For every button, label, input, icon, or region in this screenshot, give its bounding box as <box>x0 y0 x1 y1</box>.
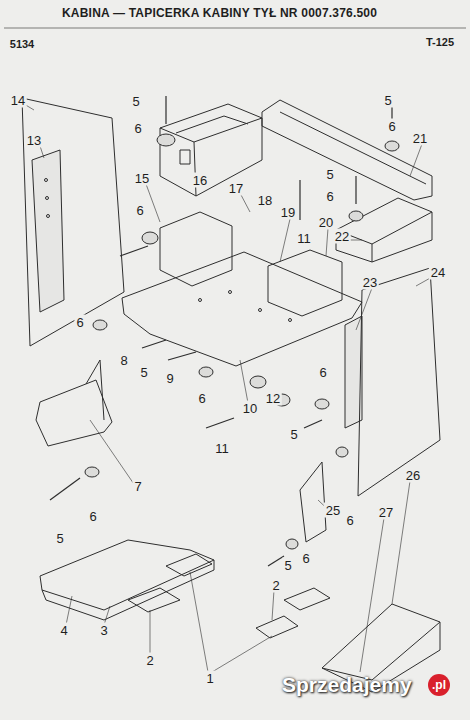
callout-number: 16 <box>191 173 209 188</box>
seat-back-right <box>268 250 342 316</box>
callout-number: 19 <box>279 205 297 220</box>
left-panel <box>22 98 124 346</box>
callout-number: 11 <box>213 441 231 456</box>
callout-number: 2 <box>270 578 281 593</box>
upper-tray <box>160 104 262 196</box>
floor-mat <box>40 540 214 610</box>
callout-number: 5 <box>130 94 141 109</box>
callout-number: 25 <box>324 503 342 518</box>
callout-number: 7 <box>132 479 143 494</box>
watermark: .pl <box>428 674 450 696</box>
callout-number: 21 <box>411 131 429 146</box>
callout-number: 6 <box>132 121 143 136</box>
callout-number: 18 <box>256 193 274 208</box>
callout-number: 6 <box>196 391 207 406</box>
long-bar <box>262 100 432 200</box>
page-title: KABINA — TAPICERKA KABINY TYŁ NR 0007.37… <box>62 6 377 20</box>
callout-number: 8 <box>118 353 129 368</box>
callout-number: 5 <box>288 427 299 442</box>
callout-number: 5 <box>282 558 293 573</box>
callout-number: 15 <box>133 171 151 186</box>
callout-number: 20 <box>317 215 335 230</box>
callout-number: 17 <box>227 181 245 196</box>
callout-number: 9 <box>164 371 175 386</box>
callout-number: 2 <box>144 653 155 668</box>
callout-number: 6 <box>74 315 85 330</box>
callout-number: 6 <box>324 189 335 204</box>
callout-number: 5 <box>382 93 393 108</box>
header-number: 5134 <box>8 38 36 51</box>
callout-number: 12 <box>264 391 282 406</box>
callout-number: 13 <box>25 133 43 148</box>
pad <box>128 588 180 612</box>
left-strip <box>32 150 64 312</box>
callout-number: 11 <box>295 231 313 246</box>
callout-number: 5 <box>54 531 65 546</box>
callout-number: 6 <box>317 365 328 380</box>
callout-number: 26 <box>404 468 422 483</box>
bracket-25 <box>300 462 326 542</box>
callout-number: 24 <box>429 265 447 280</box>
callout-number: 6 <box>344 513 355 528</box>
bracket-7 <box>36 380 112 446</box>
floor-panel <box>122 252 362 366</box>
callout-number: 6 <box>134 203 145 218</box>
callout-number: 5 <box>138 365 149 380</box>
callout-number: 1 <box>204 671 215 686</box>
header-rule <box>4 28 466 29</box>
callout-number: 6 <box>87 509 98 524</box>
callout-number: 3 <box>98 623 109 638</box>
right-panel <box>358 268 440 496</box>
page-number: T-125 <box>424 36 456 49</box>
callout-number: 14 <box>9 93 27 108</box>
callout-number: 6 <box>386 119 397 134</box>
callout-number: 23 <box>361 275 379 290</box>
seat-back-left <box>160 212 232 286</box>
callout-number: 5 <box>324 167 335 182</box>
callout-number: 22 <box>333 229 351 244</box>
callout-number: 6 <box>300 551 311 566</box>
watermark: Sprzedajemy <box>282 674 412 695</box>
callout-number: 10 <box>241 401 259 416</box>
callout-number: 27 <box>377 505 395 520</box>
callout-number: 4 <box>58 623 69 638</box>
